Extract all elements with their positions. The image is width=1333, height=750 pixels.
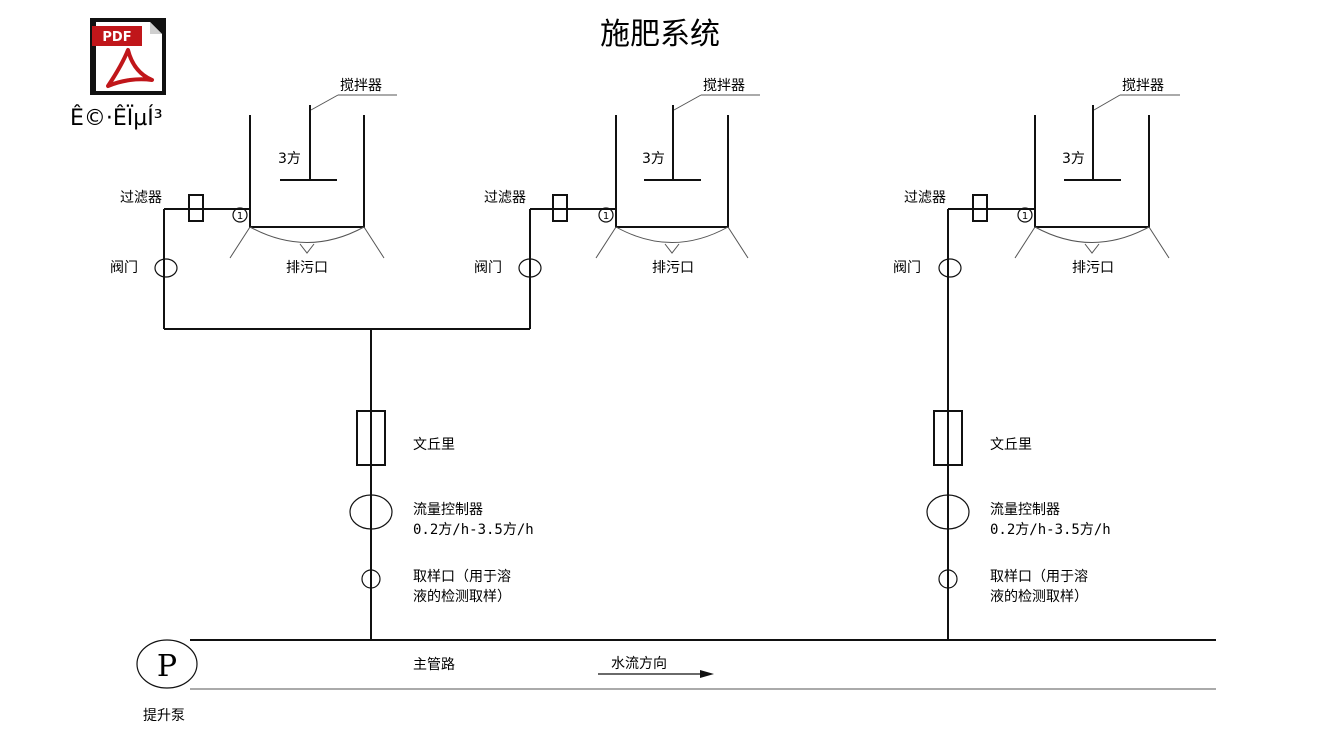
flow-direction-label: 水流方向 — [611, 656, 667, 672]
flow-controller-label-1: 流量控制器 — [413, 502, 483, 518]
pump-symbol — [136, 639, 198, 689]
flow-range-2: 0.2方/h-3.5方/h — [990, 522, 1111, 538]
svg-text:1: 1 — [1022, 211, 1028, 222]
pdf-caption: Ê©·ÊÏµÍ³ — [70, 105, 163, 131]
valve-2 — [518, 258, 542, 278]
agitator-label-3: 搅拌器 — [1122, 78, 1164, 94]
valve-3 — [938, 258, 962, 278]
pdf-file-icon: PDF — [90, 18, 166, 95]
valve-label-2: 阀门 — [474, 260, 502, 276]
tank-unit-2: 搅拌器 3方 排污口 1 过滤器 阀门 — [474, 78, 760, 329]
valve-1 — [154, 258, 178, 278]
svg-text:1: 1 — [237, 211, 243, 222]
filter-1 — [188, 194, 204, 222]
flow-arrow-head — [700, 670, 714, 678]
sample-label-2b: 液的检测取样） — [990, 589, 1088, 605]
branch-left: 文丘里 流量控制器 0.2方/h-3.5方/h 取样口（用于溶 液的检测取样） — [164, 328, 534, 640]
flow-controller-label-2: 流量控制器 — [990, 502, 1060, 518]
pdf-attachment[interactable]: PDF Ê©·ÊÏµÍ³ — [70, 18, 166, 131]
pdf-badge: PDF — [102, 30, 131, 45]
venturi-2 — [933, 410, 963, 466]
drain-label-1: 排污口 — [286, 260, 328, 276]
tank-volume-2: 3方 — [642, 151, 665, 167]
pump-label: 提升泵 — [143, 708, 185, 724]
venturi-label-1: 文丘里 — [413, 437, 455, 453]
venturi-label-2: 文丘里 — [990, 437, 1032, 453]
tank-unit-3: 搅拌器 3方 排污口 1 过滤器 阀门 — [893, 78, 1180, 278]
agitator-label-1: 搅拌器 — [340, 78, 382, 94]
tank-3 — [1034, 115, 1150, 228]
sample-label-1b: 液的检测取样） — [413, 589, 511, 605]
venturi-1 — [356, 410, 386, 466]
drain-label-3: 排污口 — [1072, 260, 1114, 276]
agitator-label-2: 搅拌器 — [703, 78, 745, 94]
diagram-title: 施肥系统 — [600, 17, 720, 52]
filter-3 — [972, 194, 988, 222]
filter-label-3: 过滤器 — [904, 190, 946, 206]
sample-port-1 — [361, 569, 381, 589]
main-pipe: P 提升泵 主管路 水流方向 — [136, 639, 1216, 724]
valve-label-3: 阀门 — [893, 260, 921, 276]
sample-port-2 — [938, 569, 958, 589]
tank-volume-1: 3方 — [278, 151, 301, 167]
svg-text:1: 1 — [603, 211, 609, 222]
tank-2 — [615, 115, 729, 228]
sample-label-2a: 取样口（用于溶 — [990, 569, 1088, 585]
drain-label-2: 排污口 — [652, 260, 694, 276]
sample-label-1a: 取样口（用于溶 — [413, 569, 511, 585]
flow-controller-2 — [926, 494, 970, 530]
filter-label-1: 过滤器 — [120, 190, 162, 206]
valve-label-1: 阀门 — [110, 260, 138, 276]
pump-letter: P — [157, 649, 177, 684]
filter-label-2: 过滤器 — [484, 190, 526, 206]
branch-right: 文丘里 流量控制器 0.2方/h-3.5方/h 取样口（用于溶 液的检测取样） — [926, 209, 1111, 640]
tank-volume-3: 3方 — [1062, 151, 1085, 167]
main-pipe-label: 主管路 — [413, 657, 455, 673]
tank-unit-1: 搅拌器 3方 排污口 1 过滤器 阀门 — [110, 78, 397, 329]
flow-range-1: 0.2方/h-3.5方/h — [413, 522, 534, 538]
filter-2 — [552, 194, 568, 222]
tank-1 — [249, 115, 365, 228]
flow-controller-1 — [349, 494, 393, 530]
